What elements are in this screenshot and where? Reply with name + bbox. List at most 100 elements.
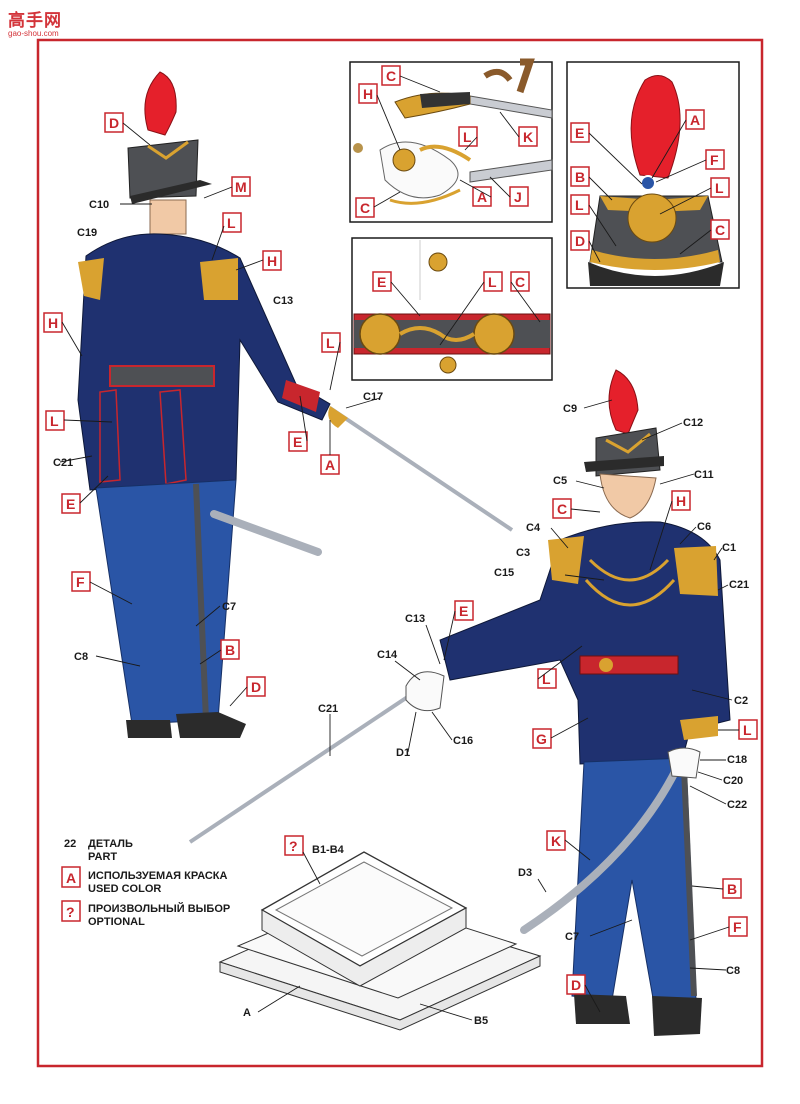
part-label: C2: [734, 695, 748, 707]
part-labels: C10 C19 C13 C17 C21 C7 C8 C9 C12 C11 C5 …: [53, 199, 749, 1027]
leader-lines: [59, 75, 739, 1021]
color-code-label: D: [109, 115, 119, 131]
part-label: C12: [683, 417, 703, 429]
callout-box: H: [43, 312, 63, 333]
part-label: C18: [727, 754, 747, 766]
legend-color-swatch: [61, 866, 81, 888]
callout-box: F: [705, 149, 725, 170]
color-code-label: L: [488, 274, 497, 290]
color-code-label: H: [267, 253, 277, 269]
color-code-label: H: [363, 86, 373, 102]
part-label: C10: [89, 199, 109, 211]
legend-optional-swatch: [61, 900, 81, 922]
color-code-label: L: [463, 129, 472, 145]
color-code-label: C: [715, 222, 725, 238]
watermark: 高手网 gao-shou.com: [8, 6, 72, 40]
part-label: C22: [727, 799, 747, 811]
callout-box: E: [570, 122, 590, 143]
part-label: C9: [563, 403, 577, 415]
part-label: C8: [74, 651, 88, 663]
color-code-label: L: [743, 722, 752, 738]
part-label: C14: [377, 649, 398, 661]
part-label: C13: [405, 613, 425, 625]
inset-shako: [566, 61, 740, 289]
legend-optional-key: ?: [66, 904, 75, 920]
callout-box: C: [510, 271, 530, 292]
callout-box: D: [566, 974, 586, 995]
part-label: B1-B4: [312, 844, 345, 856]
color-code-label: G: [536, 731, 547, 747]
part-label: C8: [726, 965, 740, 977]
color-code-label: E: [66, 496, 75, 512]
legend-optional-ru: ПРОИЗВОЛЬНЫЙ ВЫБОР: [88, 902, 230, 915]
callout-box: E: [454, 600, 474, 621]
color-code-label: F: [710, 152, 719, 168]
callout-box: M: [231, 176, 251, 197]
color-code-label: F: [733, 919, 742, 935]
part-label: C4: [526, 522, 541, 534]
color-code-label: K: [523, 129, 533, 145]
color-code-label: M: [235, 179, 247, 195]
callout-box: D: [104, 112, 124, 133]
legend-optional-en: OPTIONAL: [88, 916, 145, 928]
color-code-label: C: [557, 501, 567, 517]
callout-box: B: [722, 878, 742, 899]
part-label: D3: [518, 867, 532, 879]
part-label: C21: [53, 457, 73, 469]
part-label: C16: [453, 735, 473, 747]
callout-box: F: [728, 916, 748, 937]
color-code-label: B: [727, 881, 737, 897]
part-label: C3: [516, 547, 530, 559]
part-label: C13: [273, 295, 293, 307]
page-frame: [36, 38, 764, 1068]
callout-box: H: [358, 83, 378, 104]
callout-box: L: [45, 410, 65, 431]
callout-box: D: [246, 676, 266, 697]
display-base: [218, 851, 542, 1031]
legend-part-en: PART: [88, 851, 117, 863]
callout-box: F: [71, 571, 91, 592]
callout-box: L: [222, 212, 242, 233]
part-label: A: [243, 1007, 251, 1019]
watermark-logo: 高手网: [8, 11, 62, 31]
callout-box: L: [738, 719, 758, 740]
part-label: C19: [77, 227, 97, 239]
callout-box: L: [570, 194, 590, 215]
callout-box: B: [220, 639, 240, 660]
color-code-label: B: [225, 642, 235, 658]
callout-box: K: [546, 830, 566, 851]
callout-box: B: [570, 166, 590, 187]
color-code-label: J: [514, 189, 522, 205]
legend-part-number: 22: [64, 838, 76, 850]
color-code-label: B: [575, 169, 585, 185]
color-code-label: F: [76, 574, 85, 590]
part-label: C17: [363, 391, 383, 403]
color-code-label: E: [575, 125, 584, 141]
part-label: C15: [494, 567, 514, 579]
callout-box: A: [320, 454, 340, 475]
color-code-label: C: [360, 200, 370, 216]
callout-box: A: [685, 109, 705, 130]
color-code-label: D: [251, 679, 261, 695]
part-label: D1: [396, 747, 410, 759]
callout-box: C: [710, 219, 730, 240]
legend-color-key: A: [66, 870, 76, 886]
callout-box: K: [518, 126, 538, 147]
callout-box: E: [288, 431, 308, 452]
part-label: C5: [553, 475, 567, 487]
color-code-label: L: [50, 413, 59, 429]
optional-mark-label: ?: [289, 838, 298, 854]
part-label: C11: [694, 469, 714, 481]
figure-back-view: [77, 71, 514, 738]
figure-front-view: [188, 369, 731, 1036]
color-code-label: H: [676, 493, 686, 509]
callout-box: A: [472, 186, 492, 207]
part-label: C7: [565, 931, 579, 943]
color-code-label: E: [459, 603, 468, 619]
callout-box: L: [321, 332, 341, 353]
part-label: C21: [318, 703, 338, 715]
color-code-label: H: [48, 315, 58, 331]
callout-box: L: [458, 126, 478, 147]
color-code-label: L: [326, 335, 335, 351]
color-code-label: L: [575, 197, 584, 213]
